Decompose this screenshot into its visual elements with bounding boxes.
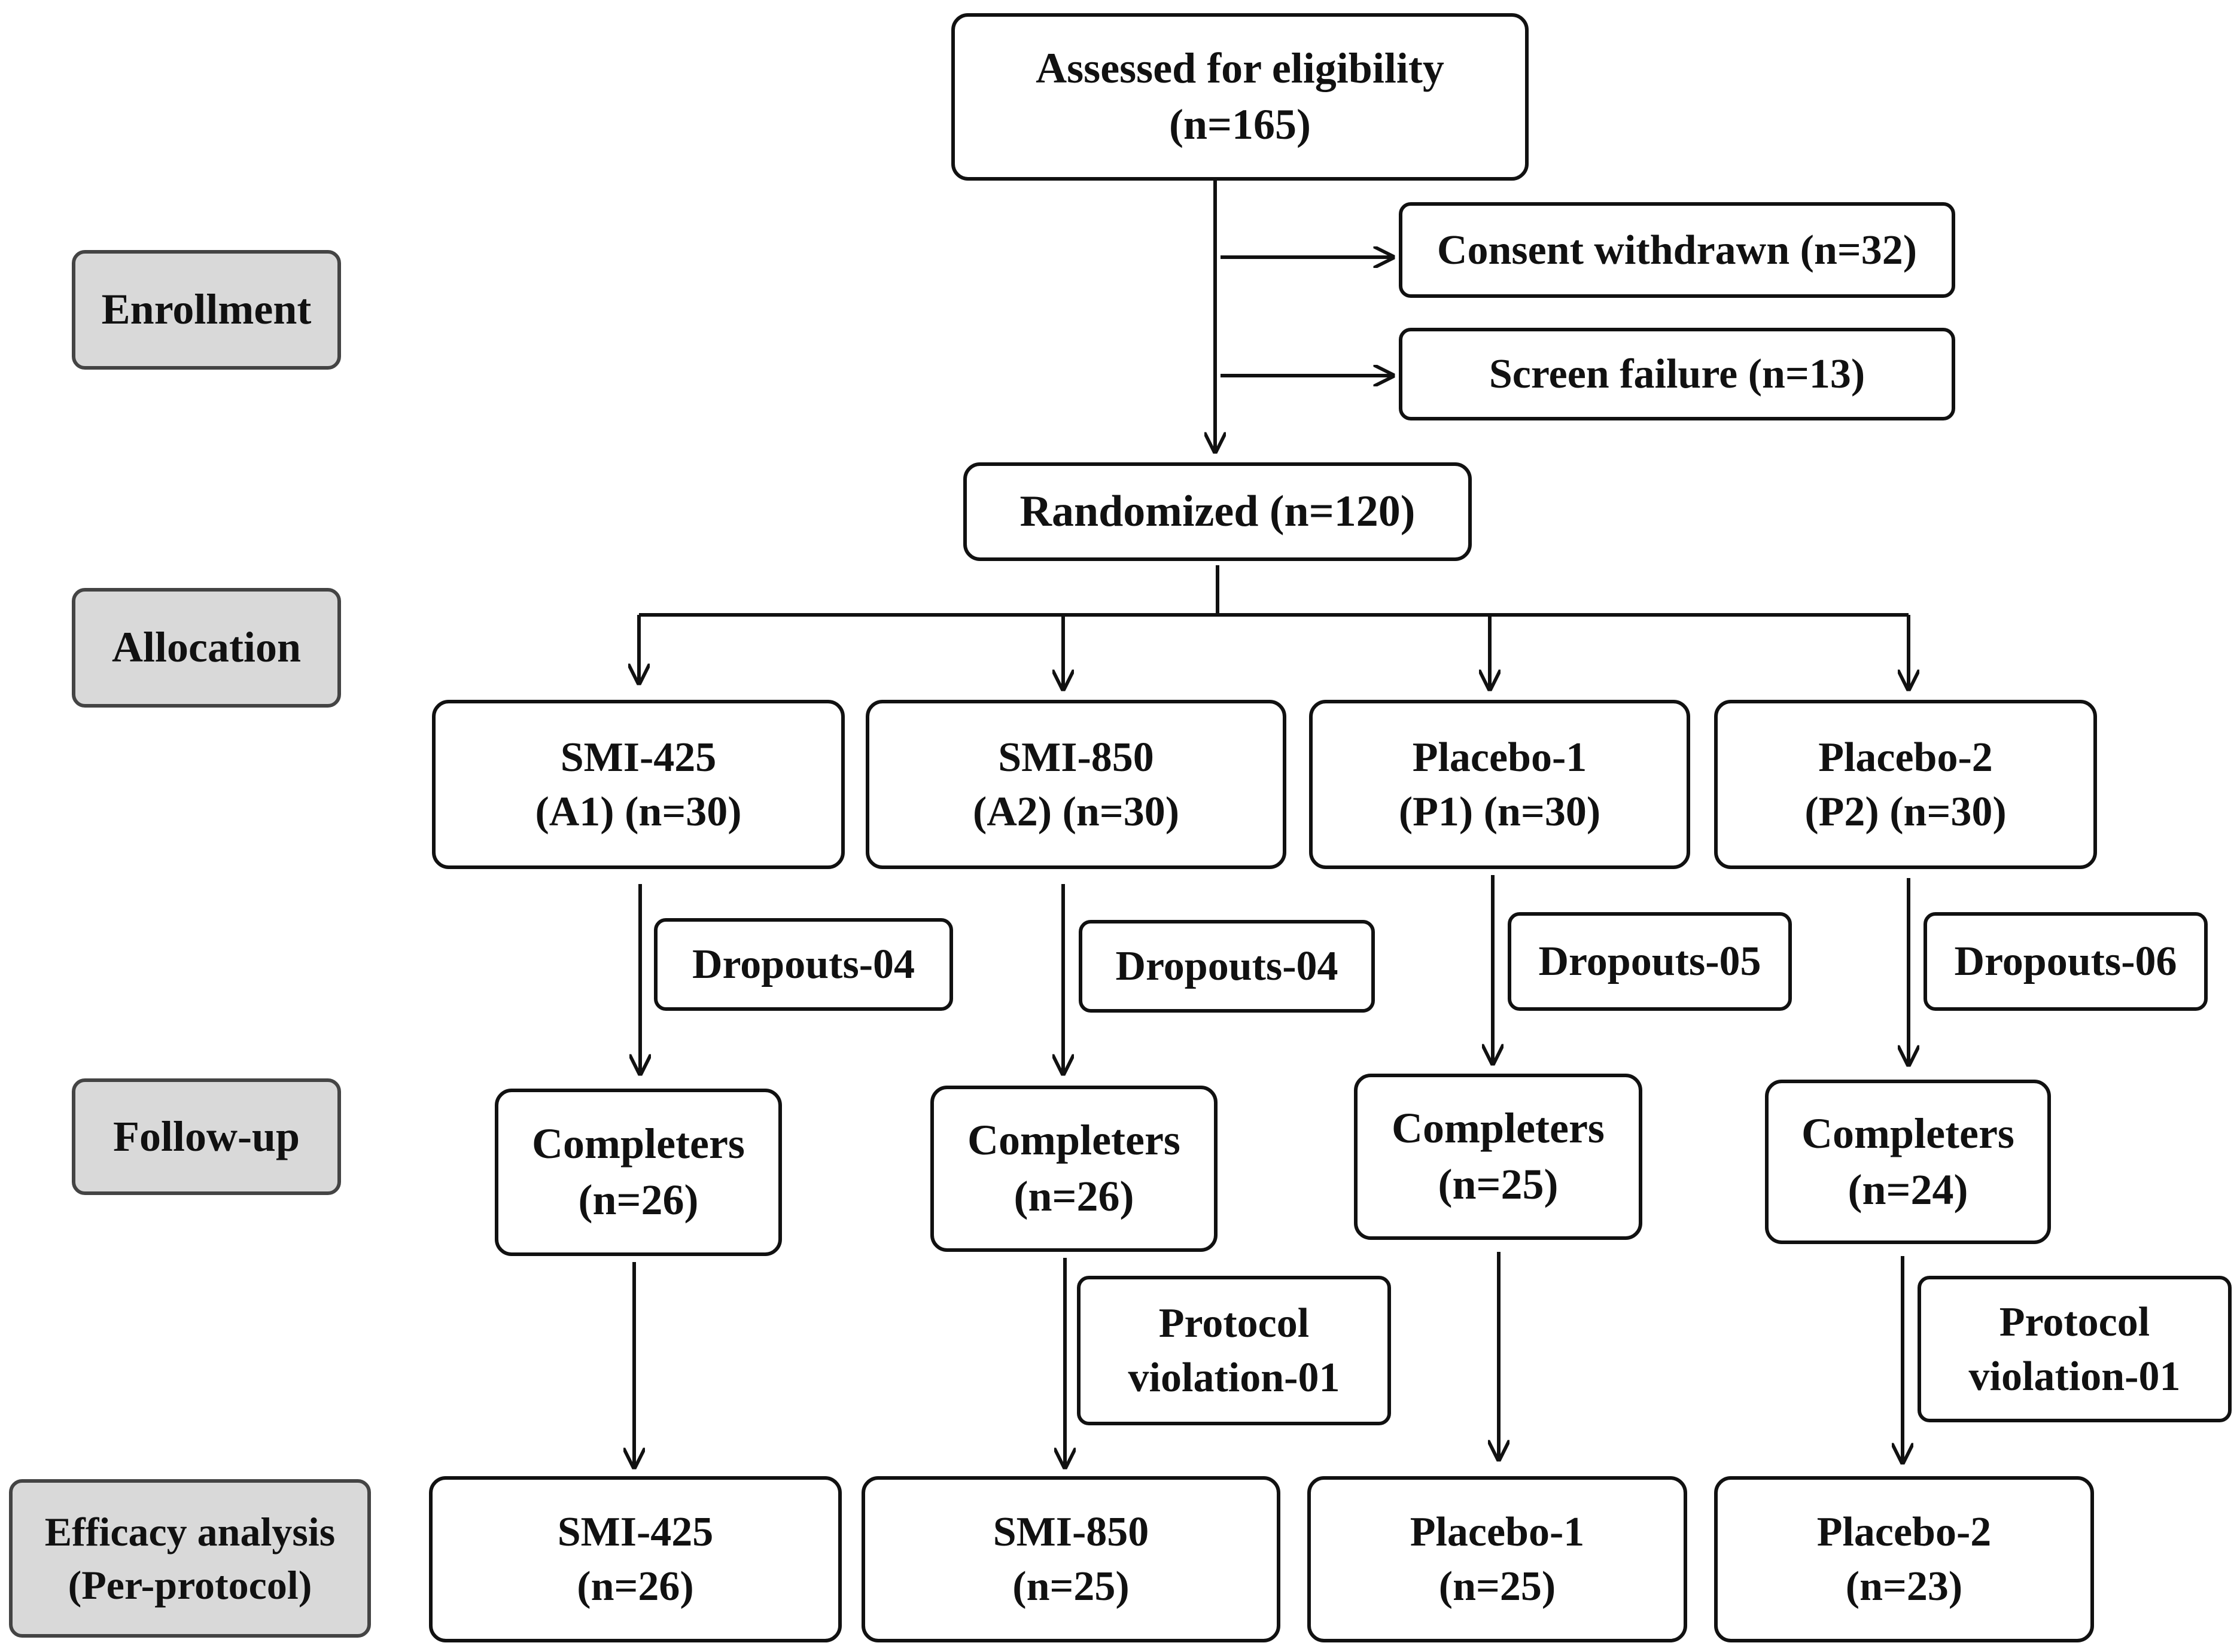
consent-withdrawn-box: Consent withdrawn (n=32) (1399, 202, 1955, 298)
group-1-allocation: SMI-425 (A1) (n=30) (432, 700, 845, 869)
group-2-dropouts: Dropouts-04 (1079, 920, 1375, 1013)
group-2-completers: Completers (n=26) (930, 1086, 1218, 1252)
group-1-completers: Completers (n=26) (495, 1089, 782, 1256)
group-3-completers: Completers (n=25) (1354, 1074, 1642, 1240)
group-3-dropouts: Dropouts-05 (1508, 912, 1792, 1011)
stage-followup: Follow-up (72, 1078, 341, 1195)
group-3-allocation: Placebo-1 (P1) (n=30) (1309, 700, 1690, 869)
screen-failure-box: Screen failure (n=13) (1399, 328, 1955, 420)
group-3-analysis: Placebo-1 (n=25) (1307, 1476, 1687, 1642)
stage-allocation: Allocation (72, 588, 341, 708)
stage-efficacy-analysis: Efficacy analysis (Per-protocol) (9, 1479, 371, 1638)
randomized-box: Randomized (n=120) (963, 462, 1472, 561)
group-4-dropouts: Dropouts-06 (1924, 912, 2208, 1011)
assessed-box: Assessed for eligibility (n=165) (951, 13, 1529, 181)
group-1-analysis: SMI-425 (n=26) (429, 1476, 842, 1642)
group-2-analysis: SMI-850 (n=25) (862, 1476, 1280, 1642)
group-2-allocation: SMI-850 (A2) (n=30) (866, 700, 1286, 869)
group-1-dropouts: Dropouts-04 (654, 918, 953, 1011)
group-4-completers: Completers (n=24) (1765, 1080, 2051, 1244)
stage-enrollment: Enrollment (72, 250, 341, 370)
group-4-allocation: Placebo-2 (P2) (n=30) (1714, 700, 2097, 869)
group-2-protocol-violation: Protocol violation-01 (1077, 1276, 1391, 1425)
group-4-protocol-violation: Protocol violation-01 (1918, 1276, 2232, 1422)
group-4-analysis: Placebo-2 (n=23) (1714, 1476, 2094, 1642)
